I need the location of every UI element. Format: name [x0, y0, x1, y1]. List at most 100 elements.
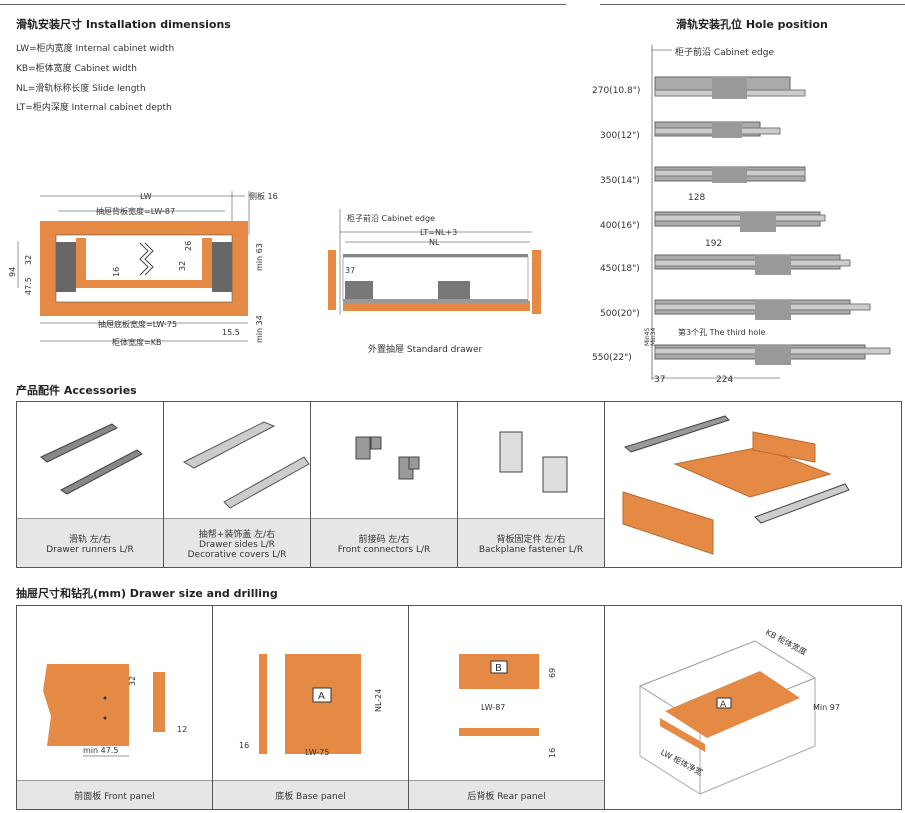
front-caption: 前面板 Front panel	[17, 780, 212, 809]
front-min: min 47.5	[83, 746, 118, 755]
side-lt: LT=NL+3	[420, 228, 457, 237]
dim-min63: min 63	[255, 243, 264, 271]
base-label: A	[318, 691, 325, 702]
dim-back: 抽屉背板宽度=LW-87	[96, 206, 175, 216]
legend-kb: KB=柜体宽度 Cabinet width	[16, 64, 137, 74]
hole-192: 192	[705, 239, 722, 249]
base-panel-drawing: A 16 LW-75 NL-24	[239, 654, 383, 757]
row-350: 350(14")	[600, 176, 640, 186]
acc-fastener-en: Backplane fastener L/R	[478, 544, 584, 555]
runners-icon	[40, 423, 143, 495]
acc-sides-cn: 抽帮+装饰盖 左/右	[198, 529, 276, 540]
row-550: 550(22")	[592, 353, 632, 363]
rear-h: 69	[548, 668, 557, 678]
row-500: 500(20")	[600, 309, 640, 319]
dim-side: 侧板 16	[249, 191, 278, 201]
legend-nl: NL=滑轨标称长度 Slide length	[16, 84, 146, 94]
rear-w: LW-87	[481, 703, 505, 712]
acc-connectors-cn: 前接码 左/右	[358, 534, 410, 545]
dim-26: 26	[184, 241, 193, 251]
row-450: 450(18")	[600, 264, 640, 274]
holes-title: 滑轨安装孔位 Hole position	[676, 18, 828, 31]
dim-94: 94	[8, 267, 17, 277]
side-install-drawing: 柜子前沿 Cabinet edge LT=NL+3 NL 37	[328, 209, 541, 315]
install-title: 滑轨安装尺寸 Installation dimensions	[16, 18, 231, 31]
drawer-sides-icon	[182, 421, 310, 509]
side-37: 37	[345, 266, 355, 275]
dim-16: 16	[112, 267, 121, 277]
dim-lw: LW	[140, 192, 152, 201]
drill-rear: B 69 LW-87 16 后背板 Rear panel	[409, 606, 605, 809]
backplane-fastener-icon	[499, 431, 568, 493]
front-32: 32	[128, 676, 137, 686]
slide-row-500	[654, 299, 871, 320]
slide-row-550	[654, 344, 891, 365]
rear-label: B	[495, 663, 502, 674]
row-300: 300(12")	[600, 131, 640, 141]
iso-kb: KB 柜体宽度	[764, 627, 809, 657]
acc-sides-en2: Decorative covers L/R	[187, 549, 287, 560]
row-270: 270(10.8")	[592, 86, 640, 96]
drawer-iso-drawing: A KB 柜体宽度 LW 柜体净宽 Min 97	[638, 627, 840, 795]
slide-row-400	[654, 211, 826, 232]
side-edge: 柜子前沿 Cabinet edge	[347, 213, 435, 223]
dim-base: 抽屉底板宽度=LW-75	[98, 319, 177, 329]
exploded-drawer-icon	[622, 415, 850, 555]
drill-iso: A KB 柜体宽度 LW 柜体净宽 Min 97	[605, 606, 901, 809]
holes-edge: 柜子前沿 Cabinet edge	[675, 48, 775, 58]
front-panel-drawing: 32 12 min 47.5	[43, 664, 187, 757]
base-caption: 底板 Base panel	[213, 780, 408, 809]
drilling-grid: 32 12 min 47.5 前面板 Front panel A 16 LW-7…	[16, 605, 902, 810]
min45: Min45	[644, 328, 651, 346]
iso-min97: Min 97	[813, 703, 840, 712]
acc-fastener-cn: 背板固定件 左/右	[496, 534, 566, 545]
legend-lw: LW=柜内宽度 Internal cabinet width	[16, 44, 175, 54]
acc-runners-en: Drawer runners L/R	[46, 544, 134, 555]
dim-32b: 32	[178, 261, 187, 271]
dim-47: 47.5	[24, 277, 33, 295]
dim-32a: 32	[24, 255, 33, 265]
hole-224: 224	[716, 375, 733, 385]
front-connectors-icon	[355, 436, 420, 480]
base-w: LW-75	[305, 748, 329, 757]
iso-a: A	[720, 700, 727, 710]
slide-row-350	[654, 166, 806, 183]
drill-front: 32 12 min 47.5 前面板 Front panel	[17, 606, 213, 809]
slide-row-300	[654, 121, 781, 138]
dim-155: 15.5	[222, 328, 240, 337]
acc-sides-en: Drawer sides L/R	[199, 539, 275, 550]
slide-row-450	[654, 254, 851, 275]
base-h: NL-24	[374, 689, 383, 712]
front-12: 12	[177, 725, 187, 734]
rear-caption: 后背板 Rear panel	[409, 780, 604, 809]
hole-128: 128	[688, 193, 705, 203]
hole-position-drawing: 270(10.8") 300(12") 350(14") 128 400(16"…	[592, 45, 891, 385]
dim-kb: 柜体宽度=KB	[112, 337, 161, 347]
side-caption: 外置抽屉 Standard drawer	[368, 345, 483, 355]
top-rule-right	[600, 4, 905, 5]
hole-37: 37	[654, 375, 665, 385]
base-16: 16	[239, 741, 249, 750]
row-400: 400(16")	[600, 221, 640, 231]
acc-connectors-en: Front connectors L/R	[337, 544, 431, 555]
drill-base: A 16 LW-75 NL-24 底板 Base panel	[213, 606, 409, 809]
min34: Min34	[650, 328, 657, 346]
accessories-title: 产品配件 Accessories	[16, 384, 137, 397]
drilling-title: 抽屉尺寸和钻孔(mm) Drawer size and drilling	[16, 587, 278, 600]
third-hole: 第3个孔 The third hole	[678, 327, 765, 337]
rear-panel-drawing: B 69 LW-87 16	[459, 654, 557, 758]
front-install-drawing: LW 侧板 16 抽屉背板宽度=LW-87 抽屉底板宽度=LW-75 柜体宽度=…	[8, 191, 278, 347]
side-nl: NL	[429, 238, 440, 247]
dim-min34: min 34	[255, 315, 264, 343]
top-rule-left	[0, 4, 566, 5]
slide-row-270	[654, 76, 806, 99]
rear-16: 16	[548, 748, 557, 758]
acc-runners-cn: 滑轨 左/右	[69, 534, 111, 545]
acc-exploded-view	[605, 402, 901, 567]
legend-lt: LT=柜内深度 Internal cabinet depth	[16, 103, 172, 113]
